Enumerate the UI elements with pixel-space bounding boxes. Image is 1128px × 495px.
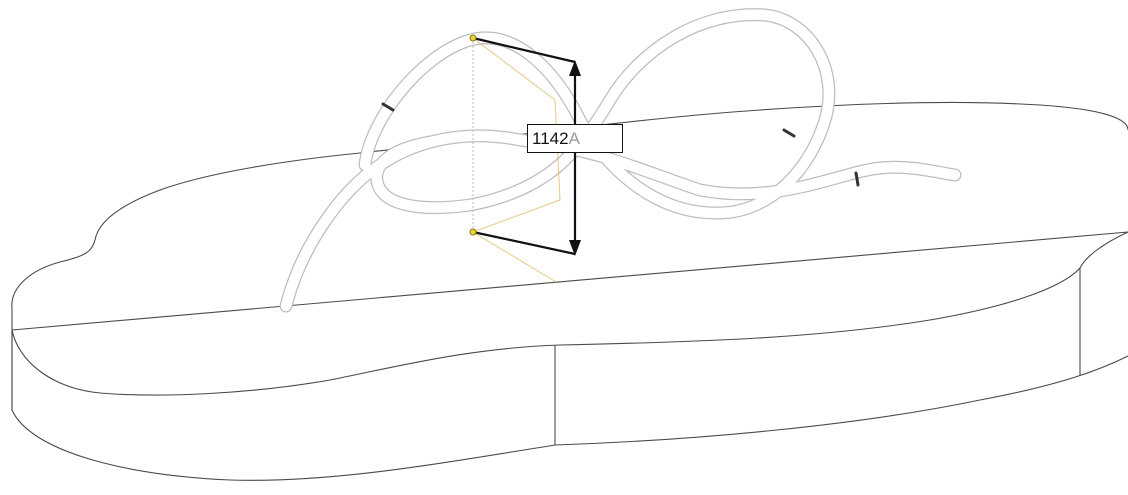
endpoint-marker-bottom-icon[interactable] [469, 228, 477, 236]
strap-marker-right [782, 128, 796, 138]
arrow-down-icon [569, 240, 581, 256]
dimension-extension-bottom [472, 230, 576, 256]
strap-model[interactable] [279, 8, 962, 313]
endpoint-marker-top-icon[interactable] [469, 34, 477, 42]
dimension-value-box[interactable]: 1142A [527, 124, 623, 153]
dimension-unit-suffix: A [568, 129, 580, 148]
dimension-graphic[interactable] [472, 36, 581, 256]
arrow-up-icon [569, 60, 581, 76]
construction-lines [471, 37, 561, 283]
dimension-value: 1142 [532, 129, 569, 148]
dimension-extension-top [472, 36, 576, 64]
sole-top-outline-right [11, 231, 1128, 396]
strap-marker-left [381, 102, 395, 112]
strap-marker-end [854, 171, 860, 187]
sole-bottom-outline [11, 330, 1128, 481]
